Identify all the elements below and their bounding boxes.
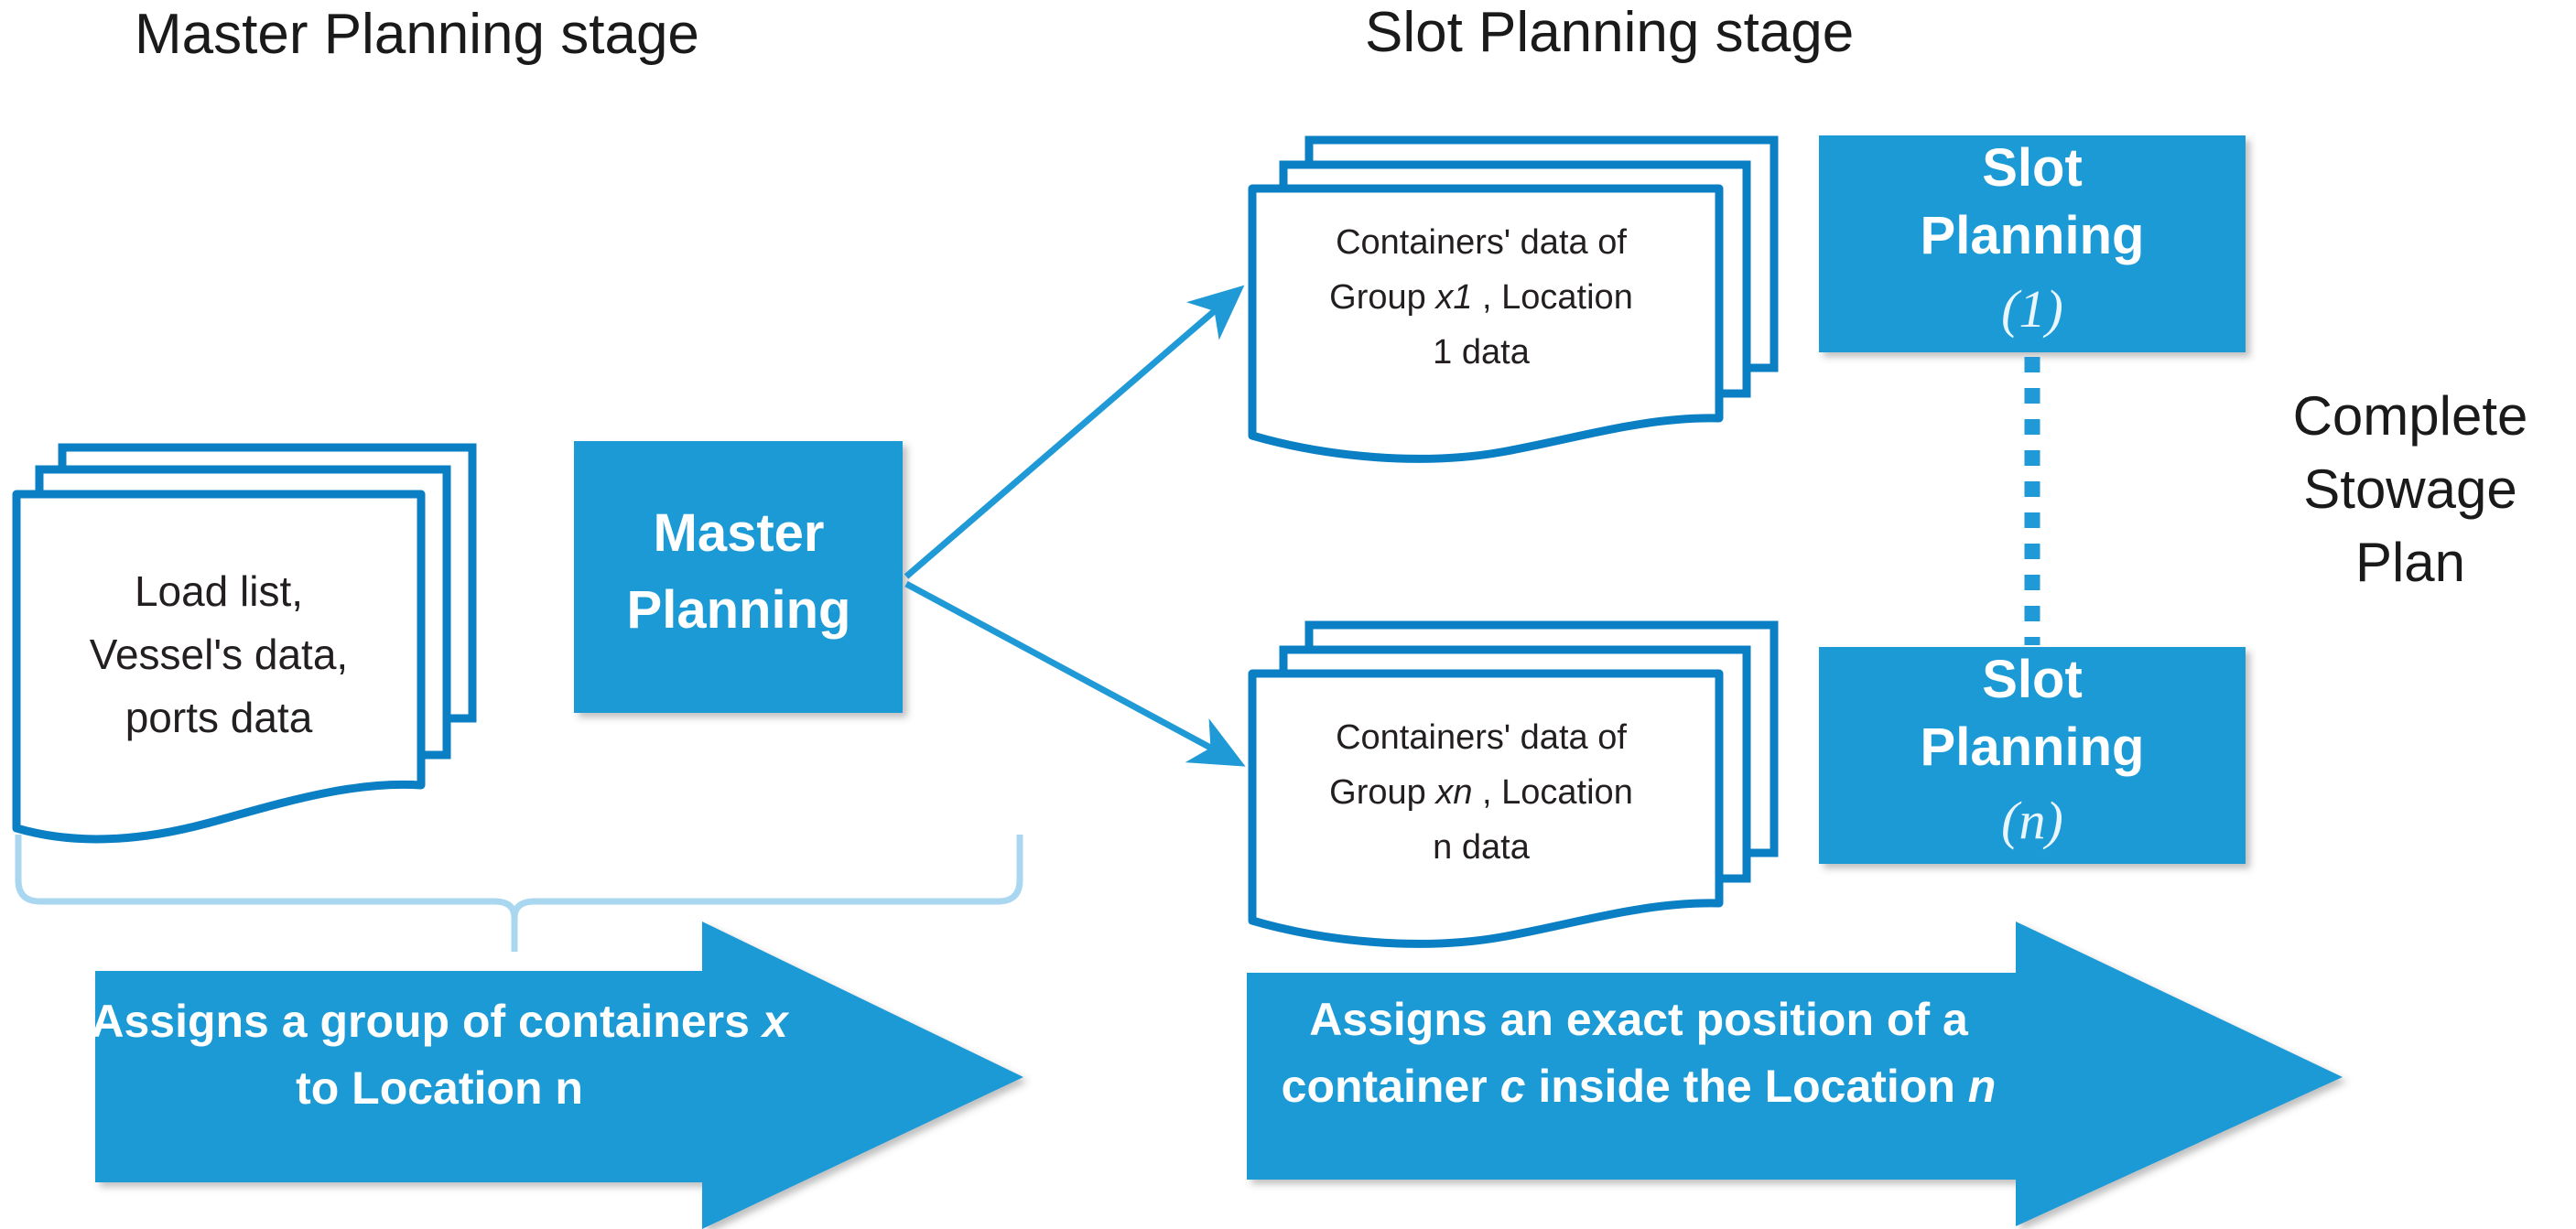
summary-arrow-line-1: Assigns a group of containers x bbox=[91, 996, 789, 1047]
master-planning-box-fill[interactable] bbox=[574, 441, 903, 713]
slot-planning-n-line-1: Slot bbox=[1982, 650, 2083, 709]
document-sheet-front bbox=[1248, 184, 1724, 463]
master-planning-inputs-brace bbox=[15, 835, 1023, 952]
document-line-3: ports data bbox=[125, 694, 313, 741]
master-planning-line-1: Master bbox=[654, 503, 825, 563]
document-line-2-suffix: , Location bbox=[1472, 773, 1632, 812]
slot-planning-n-box[interactable]: Slot Planning (n) bbox=[1819, 647, 2246, 864]
document-line-2-symbol: x1 bbox=[1434, 278, 1472, 317]
outcome-line-2: Stowage bbox=[2303, 458, 2517, 520]
slot-planning-1-line-1: Slot bbox=[1982, 138, 2083, 198]
load-list-document-stack: Load list, Vessel's data, ports data bbox=[12, 443, 477, 844]
summary-arrow-line-2-symbol: c bbox=[1500, 1061, 1526, 1112]
summary-arrow-shape bbox=[95, 922, 1023, 1229]
slot-planning-n-line-2: Planning bbox=[1921, 717, 2145, 777]
master-planning-line-2: Planning bbox=[627, 580, 851, 640]
summary-arrow-line-2: to Location n bbox=[296, 1062, 583, 1114]
master-planning-summary-arrow: Assigns a group of containers x to Locat… bbox=[91, 922, 1023, 1229]
summary-arrow-line-1-prefix: Assigns a group of containers bbox=[91, 996, 762, 1047]
document-line-3: n data bbox=[1433, 828, 1531, 867]
slot-planning-1-index: (1) bbox=[2001, 279, 2063, 339]
summary-arrow-shape bbox=[1247, 922, 2343, 1226]
document-line-2: Group x1 , Location bbox=[1329, 278, 1633, 317]
document-line-1: Load list, bbox=[135, 567, 303, 615]
document-sheet-front bbox=[1248, 669, 1724, 948]
group-x1-document-stack: Containers' data of Group x1 , Location … bbox=[1248, 135, 1779, 463]
master-planning-box[interactable]: Master Planning bbox=[574, 441, 903, 713]
summary-arrow-line-2-prefix: container bbox=[1282, 1061, 1500, 1112]
slot-planning-summary-arrow: Assigns an exact position of a container… bbox=[1247, 922, 2343, 1226]
slot-planning-n-index: (n) bbox=[2001, 791, 2063, 850]
slot-planning-n-box-fill[interactable] bbox=[1819, 647, 2246, 864]
document-line-3: 1 data bbox=[1433, 333, 1531, 372]
slot-planning-1-box[interactable]: Slot Planning (1) bbox=[1819, 135, 2246, 352]
outcome-line-1: Complete bbox=[2293, 385, 2528, 447]
document-sheet-front bbox=[12, 490, 426, 844]
outcome-line-3: Plan bbox=[2355, 532, 2465, 593]
document-line-2: Group xn , Location bbox=[1329, 773, 1633, 812]
summary-arrow-line-1: Assigns an exact position of a bbox=[1309, 994, 1969, 1045]
summary-arrow-line-2: container c inside the Location n bbox=[1282, 1061, 1997, 1112]
summary-arrow-line-1-symbol: x bbox=[760, 996, 790, 1047]
summary-arrow-line-2-mid: inside the Location bbox=[1525, 1061, 1967, 1112]
document-line-1: Containers' data of bbox=[1336, 223, 1627, 262]
document-line-2-symbol: xn bbox=[1434, 773, 1472, 812]
master-planning-to-group-x1-arrow bbox=[904, 285, 1245, 579]
stage-title-slot-planning: Slot Planning stage bbox=[1365, 1, 1854, 64]
summary-arrow-line-2-symbol2: n bbox=[1968, 1061, 1997, 1112]
document-line-2: Vessel's data, bbox=[90, 631, 348, 678]
master-planning-to-group-xn-arrow bbox=[904, 580, 1246, 767]
slot-planning-1-box-fill[interactable] bbox=[1819, 135, 2246, 352]
complete-stowage-plan-label: Complete Stowage Plan bbox=[2293, 385, 2528, 593]
document-line-2-prefix: Group bbox=[1329, 773, 1435, 812]
document-line-2-prefix: Group bbox=[1329, 278, 1435, 317]
group-xn-document-stack: Containers' data of Group xn , Location … bbox=[1248, 620, 1779, 948]
stage-title-master-planning: Master Planning stage bbox=[135, 3, 699, 66]
document-line-2-suffix: , Location bbox=[1472, 278, 1632, 317]
document-line-1: Containers' data of bbox=[1336, 718, 1627, 757]
slot-planning-1-line-2: Planning bbox=[1921, 206, 2145, 265]
